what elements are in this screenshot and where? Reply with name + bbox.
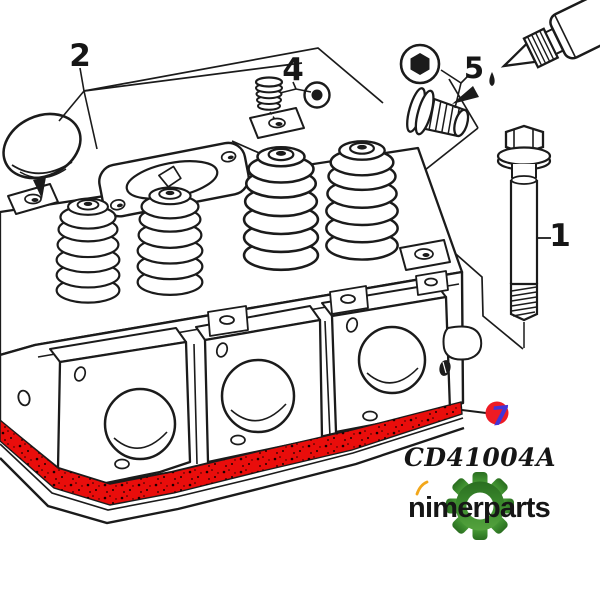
gear-icon — [446, 472, 514, 540]
gasket-marker-dot — [485, 401, 509, 425]
install-arrow-icon — [33, 177, 46, 199]
gasket-marker: 7 — [461, 401, 512, 433]
install-guide-line — [269, 111, 277, 122]
cup-plug-top-view — [303, 81, 331, 109]
valve-spring — [136, 186, 204, 296]
apply-arrow-icon — [452, 86, 479, 104]
valve-spring — [55, 197, 121, 304]
hex-socket-plug — [406, 87, 470, 138]
side-boss — [439, 325, 483, 376]
brand-logo: nimerparts — [408, 472, 551, 540]
plug-install-boss — [249, 107, 305, 139]
intake-port-boss — [49, 327, 192, 485]
head-bottom-edge — [0, 426, 465, 525]
valve-spring — [325, 140, 399, 261]
clamp-boss — [207, 270, 449, 337]
cylinder-head — [0, 107, 483, 486]
hex-socket-icon — [410, 53, 430, 75]
sealant-tube — [500, 0, 600, 69]
callout-label-2: 2 — [69, 38, 91, 74]
callout-label-5: 5 — [464, 51, 484, 85]
callout-5-leaders — [440, 69, 469, 109]
cup-plug — [2, 112, 82, 199]
brand-text: nimerparts — [408, 492, 550, 524]
callout-4-leaders — [279, 81, 312, 94]
callout-label-1: 1 — [549, 218, 571, 254]
valve-spring — [242, 145, 320, 272]
tube-body — [549, 0, 600, 60]
head-bolt — [496, 124, 552, 348]
brand-accent-mark — [415, 480, 429, 496]
hex-socket-plug-top-view — [399, 43, 441, 85]
callout-label-7: 7 — [490, 401, 512, 433]
thermostat-flange — [98, 141, 250, 218]
gasket-lower-edge — [0, 417, 464, 511]
expansion-plug — [254, 76, 284, 122]
part-code: CD41004A — [404, 443, 556, 472]
head-gasket-highlight — [0, 401, 465, 525]
sealant-drop-icon — [489, 72, 495, 86]
callout-2-leaders — [58, 67, 98, 150]
callout-label-4: 4 — [282, 52, 304, 88]
callout-7-leader — [461, 409, 487, 414]
rocker-boss — [399, 239, 451, 271]
rocker-boss — [7, 183, 59, 215]
